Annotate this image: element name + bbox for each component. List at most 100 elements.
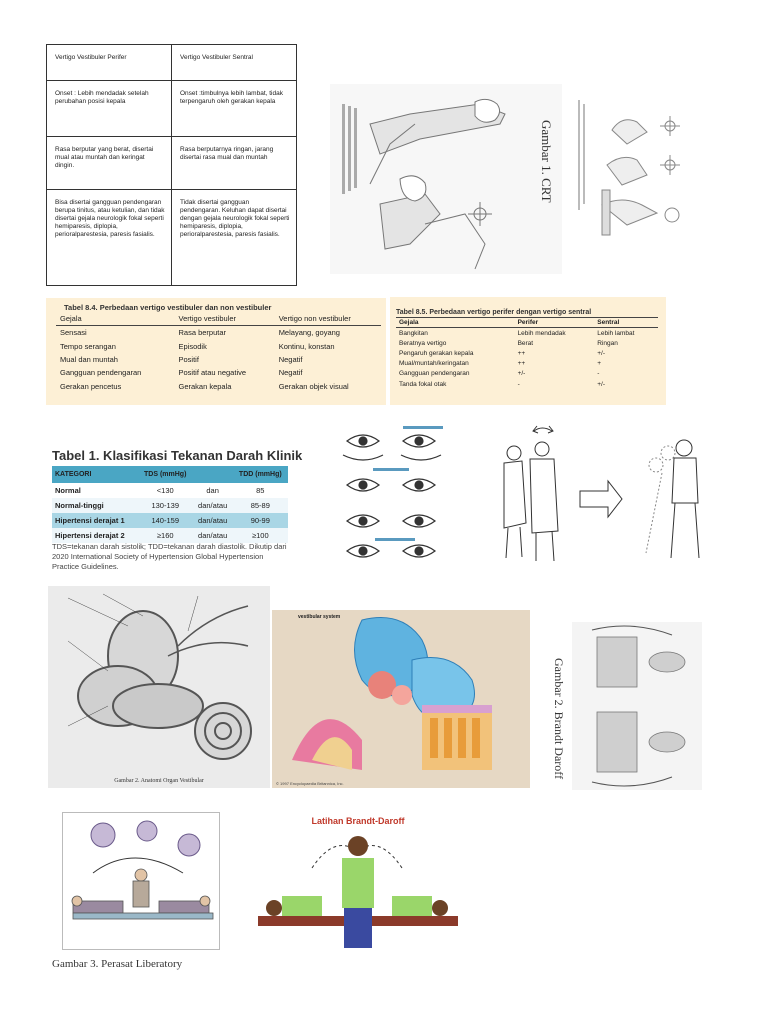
cell: Gerakan pencetus (60, 381, 122, 391)
cell: <130 (156, 486, 174, 495)
klasifikasi-note: TDS=tekanan darah sistolik; TDD=tekanan … (52, 542, 287, 571)
cell: Rasa berputar yang berat, disertai mual … (46, 136, 172, 190)
table-8-4-caption: Tabel 8.4. Perbedaan vertigo vestibuler … (64, 303, 272, 312)
cell: Lebih mendadak (517, 329, 566, 337)
liberatory-caption: Gambar 3. Perasat Liberatory (52, 958, 183, 970)
cell: Tanda fokal otak (399, 380, 447, 388)
cell: +/- (597, 349, 606, 357)
column-header: Gejala (396, 317, 515, 328)
cell: Episodik (178, 341, 207, 351)
cell: Positif (178, 354, 199, 364)
cell: Rasa berputar (178, 328, 227, 338)
cell: Beratnya vertigo (399, 339, 447, 347)
vestibular-system-title: vestibular system (298, 614, 341, 620)
cell: Mual/muntah/keringatan (399, 360, 469, 368)
cell: Tempo serangan (60, 341, 116, 351)
cell: - (597, 370, 600, 378)
table-row: Mual dan muntah Positif Negatif (56, 353, 381, 366)
table-row: Tanda fokal otak-+/- (396, 379, 658, 389)
cell: 140-159 (137, 513, 193, 528)
crt-figure (330, 84, 562, 274)
latihan-title: Latihan Brandt-Daroff (311, 816, 405, 826)
table-row: Tempo serangan Episodik Kontinu, konstan (56, 339, 381, 352)
vestibular-system-figure: vestibular system © 1997 Encyclopaedia B… (272, 610, 530, 788)
cell: Gangguan pendengaran (399, 370, 470, 378)
cell: Mual dan muntah (60, 354, 118, 364)
table-row: Mual/muntah/keringatan+++ (396, 359, 658, 369)
cell: Gangguan pendengaran (60, 368, 142, 378)
header-sentral: Vertigo Vestibuler Sentral (171, 44, 297, 81)
column-header: Perifer (514, 317, 595, 328)
column-header: Vertigo vestibuler (174, 312, 275, 326)
table-row: Gerakan pencetus Gerakan kepala Gerakan ob… (56, 380, 381, 393)
vestibular-anatomy-figure: Gambar 2. Anatomi Organ Vestibular (48, 586, 270, 788)
table-row: Gangguan pendengaran Positif atau negativ… (56, 366, 381, 379)
cell: Bangkitan (399, 329, 428, 337)
cell: 85 (256, 486, 265, 495)
cell: dan/atau (192, 498, 233, 513)
table-row: Gangguan pendengaran+/-- (396, 369, 658, 379)
cell: dan/atau (192, 528, 233, 543)
cell: ++ (517, 349, 526, 357)
eye-movement-figure (333, 423, 485, 565)
vertigo-comparison-table: Vertigo Vestibuler Perifer Vertigo Vesti… (46, 44, 297, 286)
table-8-5: Gejala Perifer Sentral Bangkitan Lebih me… (396, 317, 658, 389)
cell: Onset :timbulnya lebih lambat, tidak ter… (171, 80, 297, 137)
table-row: Normal <130 dan 85 (52, 483, 288, 498)
latihan-brandt-daroff-figure: Latihan Brandt-Daroff (252, 808, 464, 958)
cell: Rasa berputarnya ringan, jarang disertai… (171, 136, 297, 190)
cell: Normal (55, 486, 81, 495)
cell: Gerakan kepala (178, 381, 232, 391)
crt-sequence-figure (572, 90, 692, 250)
cell: Bisa disertai gangguan pendengaran berup… (46, 189, 172, 286)
klasifikasi-table: KATEGORI TDS (mmHg) TDD (mmHg) Normal <13… (52, 466, 288, 543)
cell: Negatif (278, 368, 303, 378)
crt-caption: Gambar 1. CRT (539, 120, 554, 203)
column-header: TDD (mmHg) (232, 466, 288, 483)
cell: dan (206, 486, 219, 495)
cell: 130-139 (137, 498, 193, 513)
cell: Kontinu, konstan (278, 341, 335, 351)
table-8-5-caption: Tabel 8.5. Perbedaan vertigo perifer den… (396, 309, 592, 316)
cell: Lebih lambat (597, 329, 635, 337)
cell: + (597, 360, 602, 368)
column-header: TDS (mmHg) (137, 466, 193, 483)
table-row: Bangkitan Lebih mendadak Lebih lambat (396, 328, 658, 339)
column-header: Vertigo non vestibuler (274, 312, 381, 326)
cell: dan/atau (192, 513, 233, 528)
cell: Hipertensi derajat 2 (52, 528, 138, 543)
cell: ++ (517, 360, 526, 368)
head-turn-figure (492, 423, 712, 568)
table-8-5-panel: Tabel 8.5. Perbedaan vertigo perifer den… (390, 297, 666, 405)
crt-caption-box: Gambar 1. CRT (539, 120, 554, 210)
table-row: Pengaruh gerakan kepala+++/- (396, 348, 658, 358)
cell: 85-89 (232, 498, 288, 513)
cell: Ringan (597, 339, 618, 347)
cell: 90-99 (232, 513, 288, 528)
cell: Hipertensi derajat 1 (52, 513, 138, 528)
column-header: Sentral (594, 317, 658, 328)
column-header: Gejala (56, 312, 175, 326)
column-header (192, 466, 233, 483)
cell: Negatif (278, 354, 303, 364)
table-8-4-panel: Tabel 8.4. Perbedaan vertigo vestibuler … (46, 298, 386, 405)
klasifikasi-title: Tabel 1. Klasifikasi Tekanan Darah Klini… (52, 448, 303, 463)
cell: Positif atau negative (178, 368, 247, 378)
table-row: Beratnya vertigo Berat Ringan (396, 338, 658, 348)
table-8-4: Gejala Vertigo vestibuler Vertigo non ve… (56, 312, 381, 393)
vestibular-credit: © 1997 Encyclopaedia Britannica, Inc. (276, 781, 344, 786)
cell: Normal-tinggi (52, 498, 138, 513)
cell: - (517, 380, 520, 388)
brandt-caption: Gambar 2. Brandt Daroff (552, 658, 566, 780)
cell: Sensasi (60, 328, 87, 338)
liberatory-figure (62, 812, 220, 950)
cell: ≥160 (137, 528, 193, 543)
cell: Berat (517, 339, 534, 347)
cell: Gerakan objek visual (278, 381, 349, 391)
cell: ≥100 (232, 528, 288, 543)
column-header: KATEGORI (52, 466, 138, 483)
